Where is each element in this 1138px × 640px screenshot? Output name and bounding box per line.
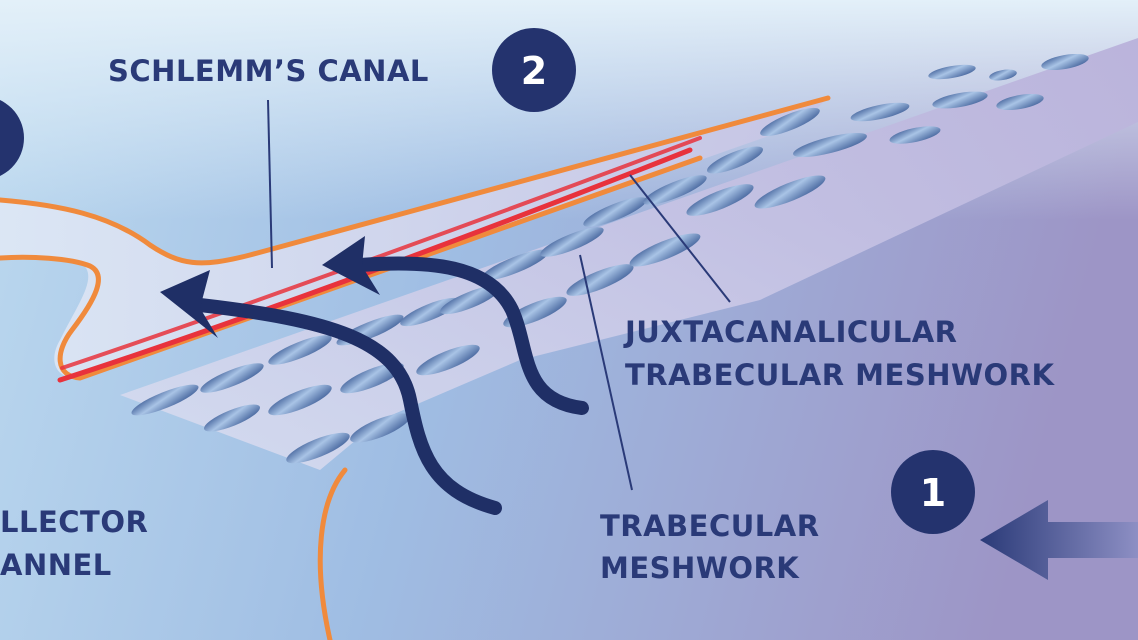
pore	[200, 363, 264, 393]
badge-two-number: 2	[521, 49, 547, 93]
incoming-flow-arrow	[980, 500, 1138, 580]
pore	[643, 175, 707, 205]
pore	[928, 64, 976, 80]
label-trabecular-line1: TRABECULAR	[600, 509, 820, 543]
badge-partial-left	[0, 100, 24, 176]
leader-line-trabecular	[579, 254, 633, 491]
pore	[760, 107, 820, 137]
badge-two: 2	[492, 28, 576, 112]
canal-outer-wall-line	[0, 95, 831, 266]
pore	[889, 126, 941, 144]
label-collector-channel-line2: ANNEL	[0, 548, 112, 582]
badge-one: 1	[891, 450, 975, 534]
leader-line-schlemms-canal	[267, 99, 273, 269]
pore	[204, 404, 260, 432]
aqueous-flow-arrow-left	[160, 270, 502, 515]
pore	[540, 227, 604, 257]
pore	[286, 432, 350, 464]
label-collector-channel-line1: LLECTOR	[0, 505, 148, 539]
pore	[268, 384, 332, 416]
pore	[566, 264, 634, 296]
label-schlemms-canal: SCHLEMM’S CANAL	[108, 54, 429, 88]
pore	[481, 249, 549, 281]
badge-one-number: 1	[920, 471, 946, 515]
label-juxtacanalicular-line1: JUXTACANALICULAR	[623, 315, 957, 349]
pore	[996, 93, 1044, 111]
collector-channel-wall	[317, 467, 348, 640]
inner-wall-line-1	[57, 147, 693, 383]
aqueous-flow-arrow-right	[322, 236, 589, 415]
leader-line-juxtacanalicular	[629, 174, 731, 303]
pore	[793, 132, 867, 158]
pore	[268, 335, 332, 365]
pore	[850, 102, 910, 122]
trabecular-meshwork-band	[120, 38, 1138, 470]
pore	[989, 69, 1017, 81]
pore	[707, 146, 763, 174]
pore	[583, 197, 647, 227]
canal-loop-line	[0, 155, 703, 381]
pore	[131, 384, 199, 416]
pore	[754, 175, 826, 209]
label-trabecular-line2: MESHWORK	[600, 551, 800, 585]
label-juxtacanalicular-line2: TRABECULAR MESHWORK	[625, 358, 1055, 392]
pore	[932, 91, 988, 109]
pore	[350, 413, 410, 443]
pore	[440, 285, 500, 315]
pore	[340, 362, 404, 394]
pore	[1041, 53, 1089, 71]
pore	[686, 184, 754, 216]
pore	[416, 344, 480, 376]
